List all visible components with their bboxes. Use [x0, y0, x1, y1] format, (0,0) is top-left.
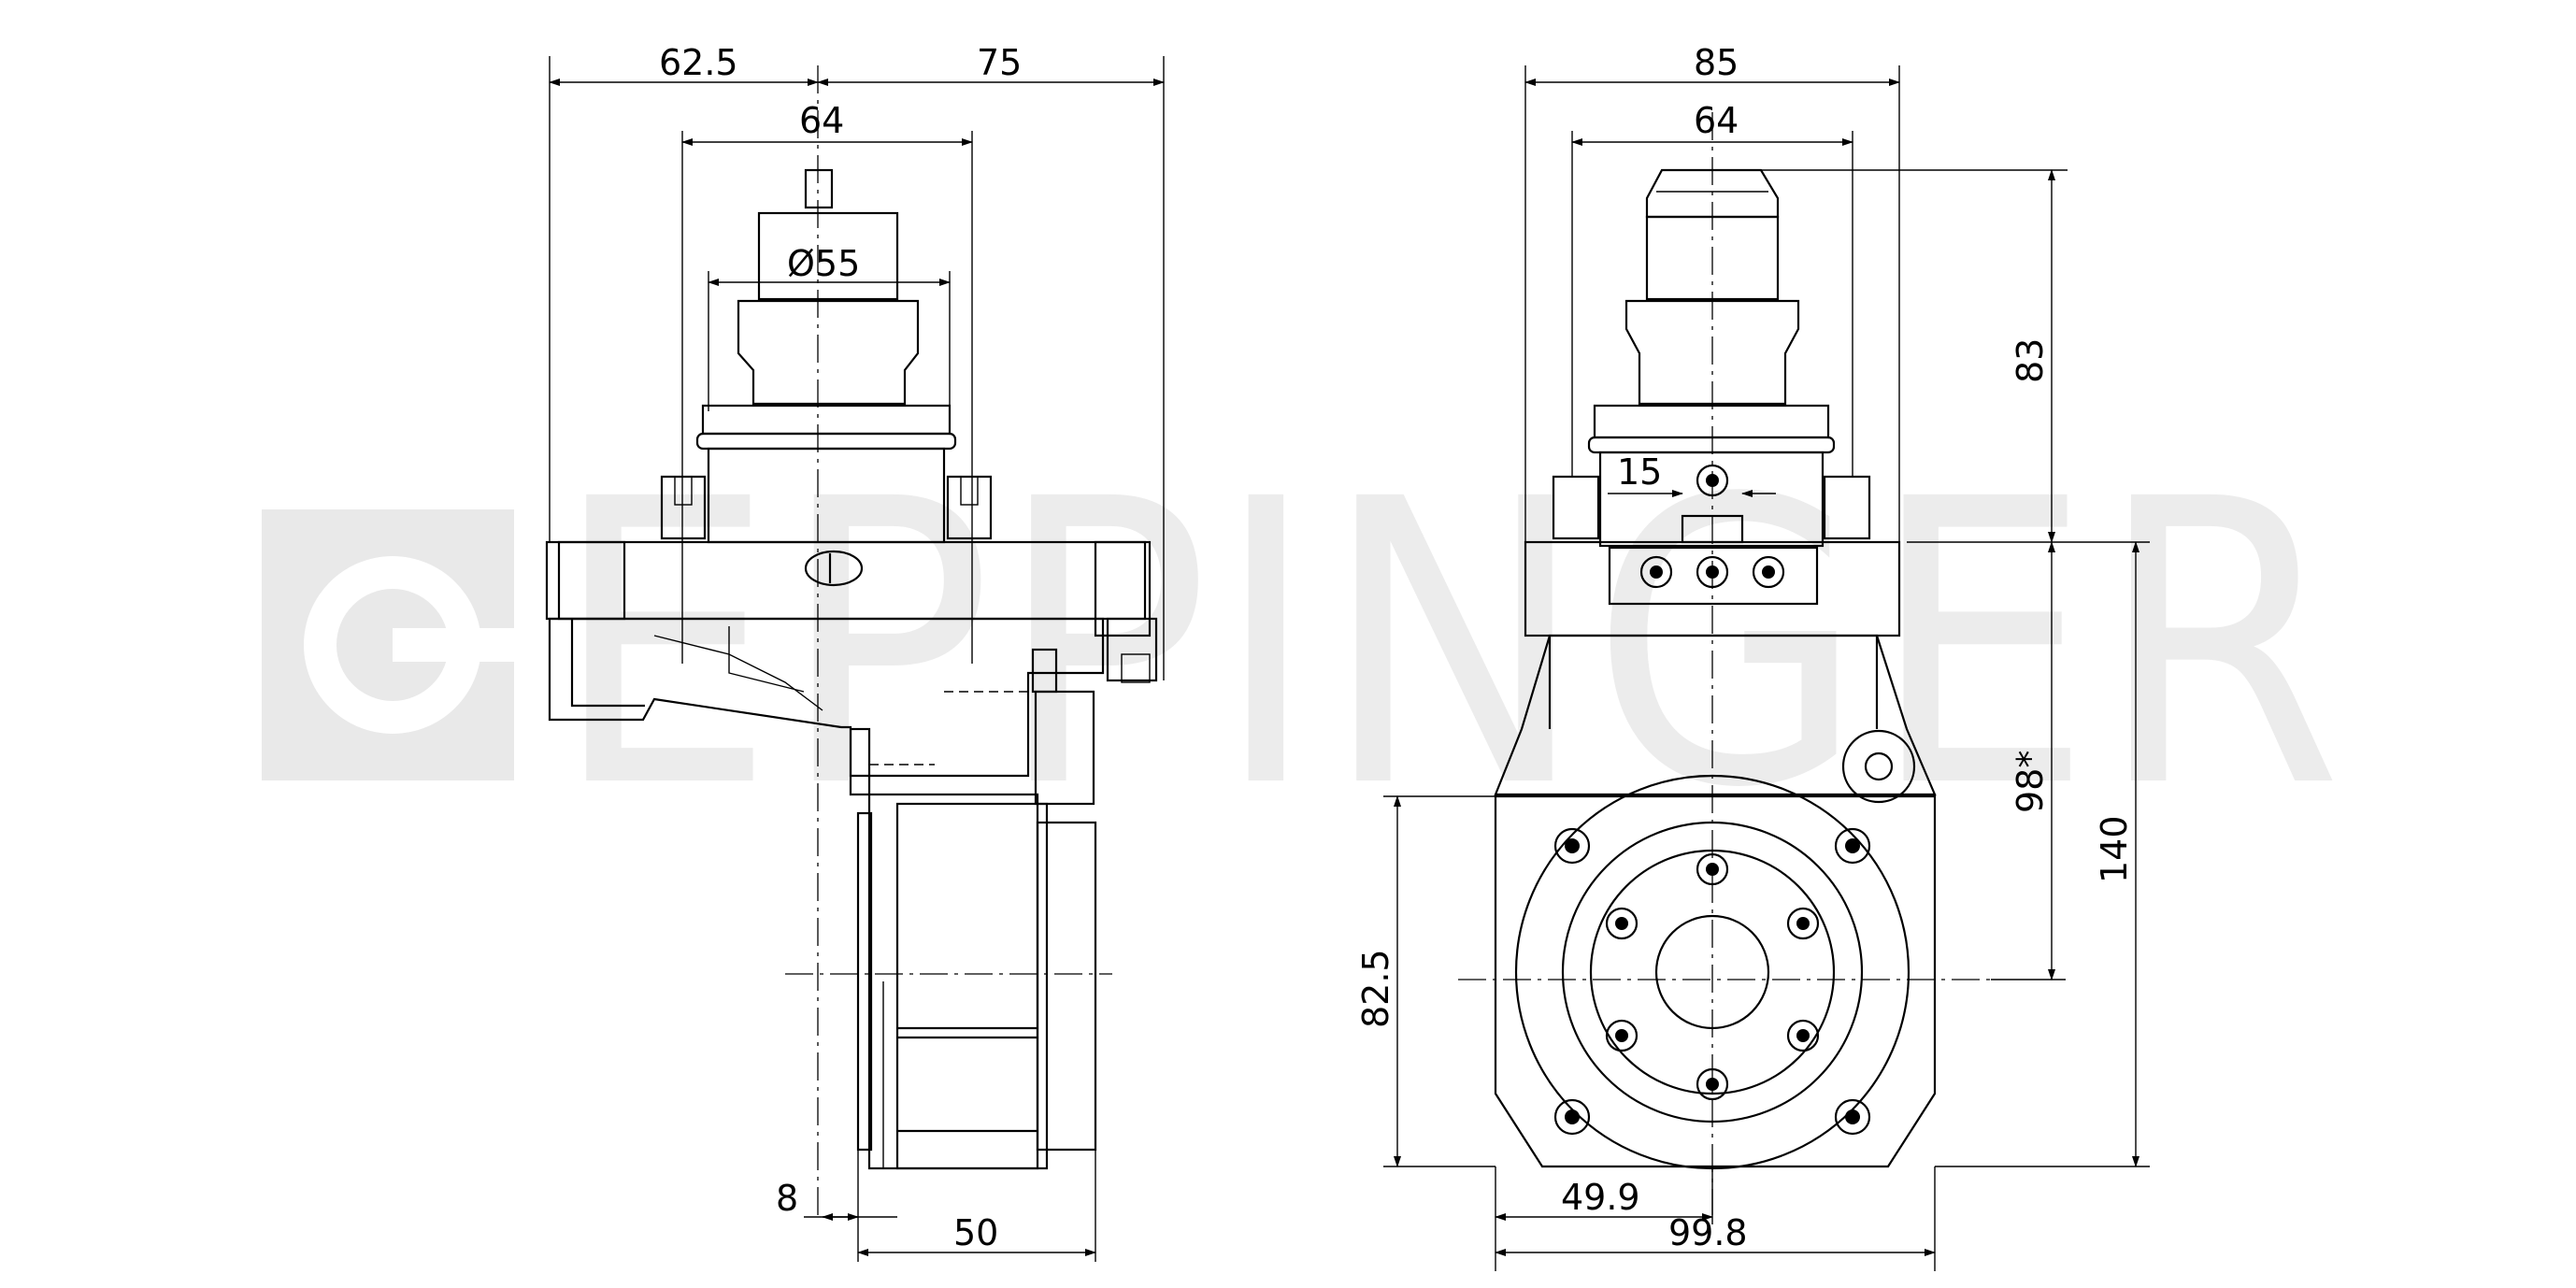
dim-flange-width: 64 [799, 100, 844, 141]
dim-spindle-dia: Ø55 [787, 243, 860, 284]
side-view: 62.5 75 64 Ø55 8 50 [545, 42, 1165, 1262]
dim-center-height: 98* [2010, 751, 2051, 813]
brand-watermark: EPPINGER [262, 417, 2346, 874]
dim-screw-offset: 15 [1617, 451, 1662, 493]
dim-total-height: 140 [2094, 815, 2135, 883]
dim-shank-height: 83 [2010, 338, 2051, 383]
dim-total-width: 85 [1694, 42, 1739, 83]
front-view: 85 64 15 83 98* 140 82.5 49.9 99.8 [1355, 42, 2150, 1271]
dim-output-height: 82.5 [1355, 949, 1396, 1028]
dim-output-width: 50 [953, 1212, 998, 1253]
dim-left-offset: 62.5 [659, 42, 738, 83]
brand-watermark-text: EPPINGER [551, 417, 2346, 874]
dim-front-flange-width: 64 [1694, 100, 1739, 141]
dim-right-offset: 75 [977, 42, 1022, 83]
dim-base-width: 99.8 [1668, 1212, 1748, 1253]
dim-half-width: 49.9 [1561, 1177, 1640, 1218]
dim-output-offset: 8 [776, 1178, 798, 1219]
